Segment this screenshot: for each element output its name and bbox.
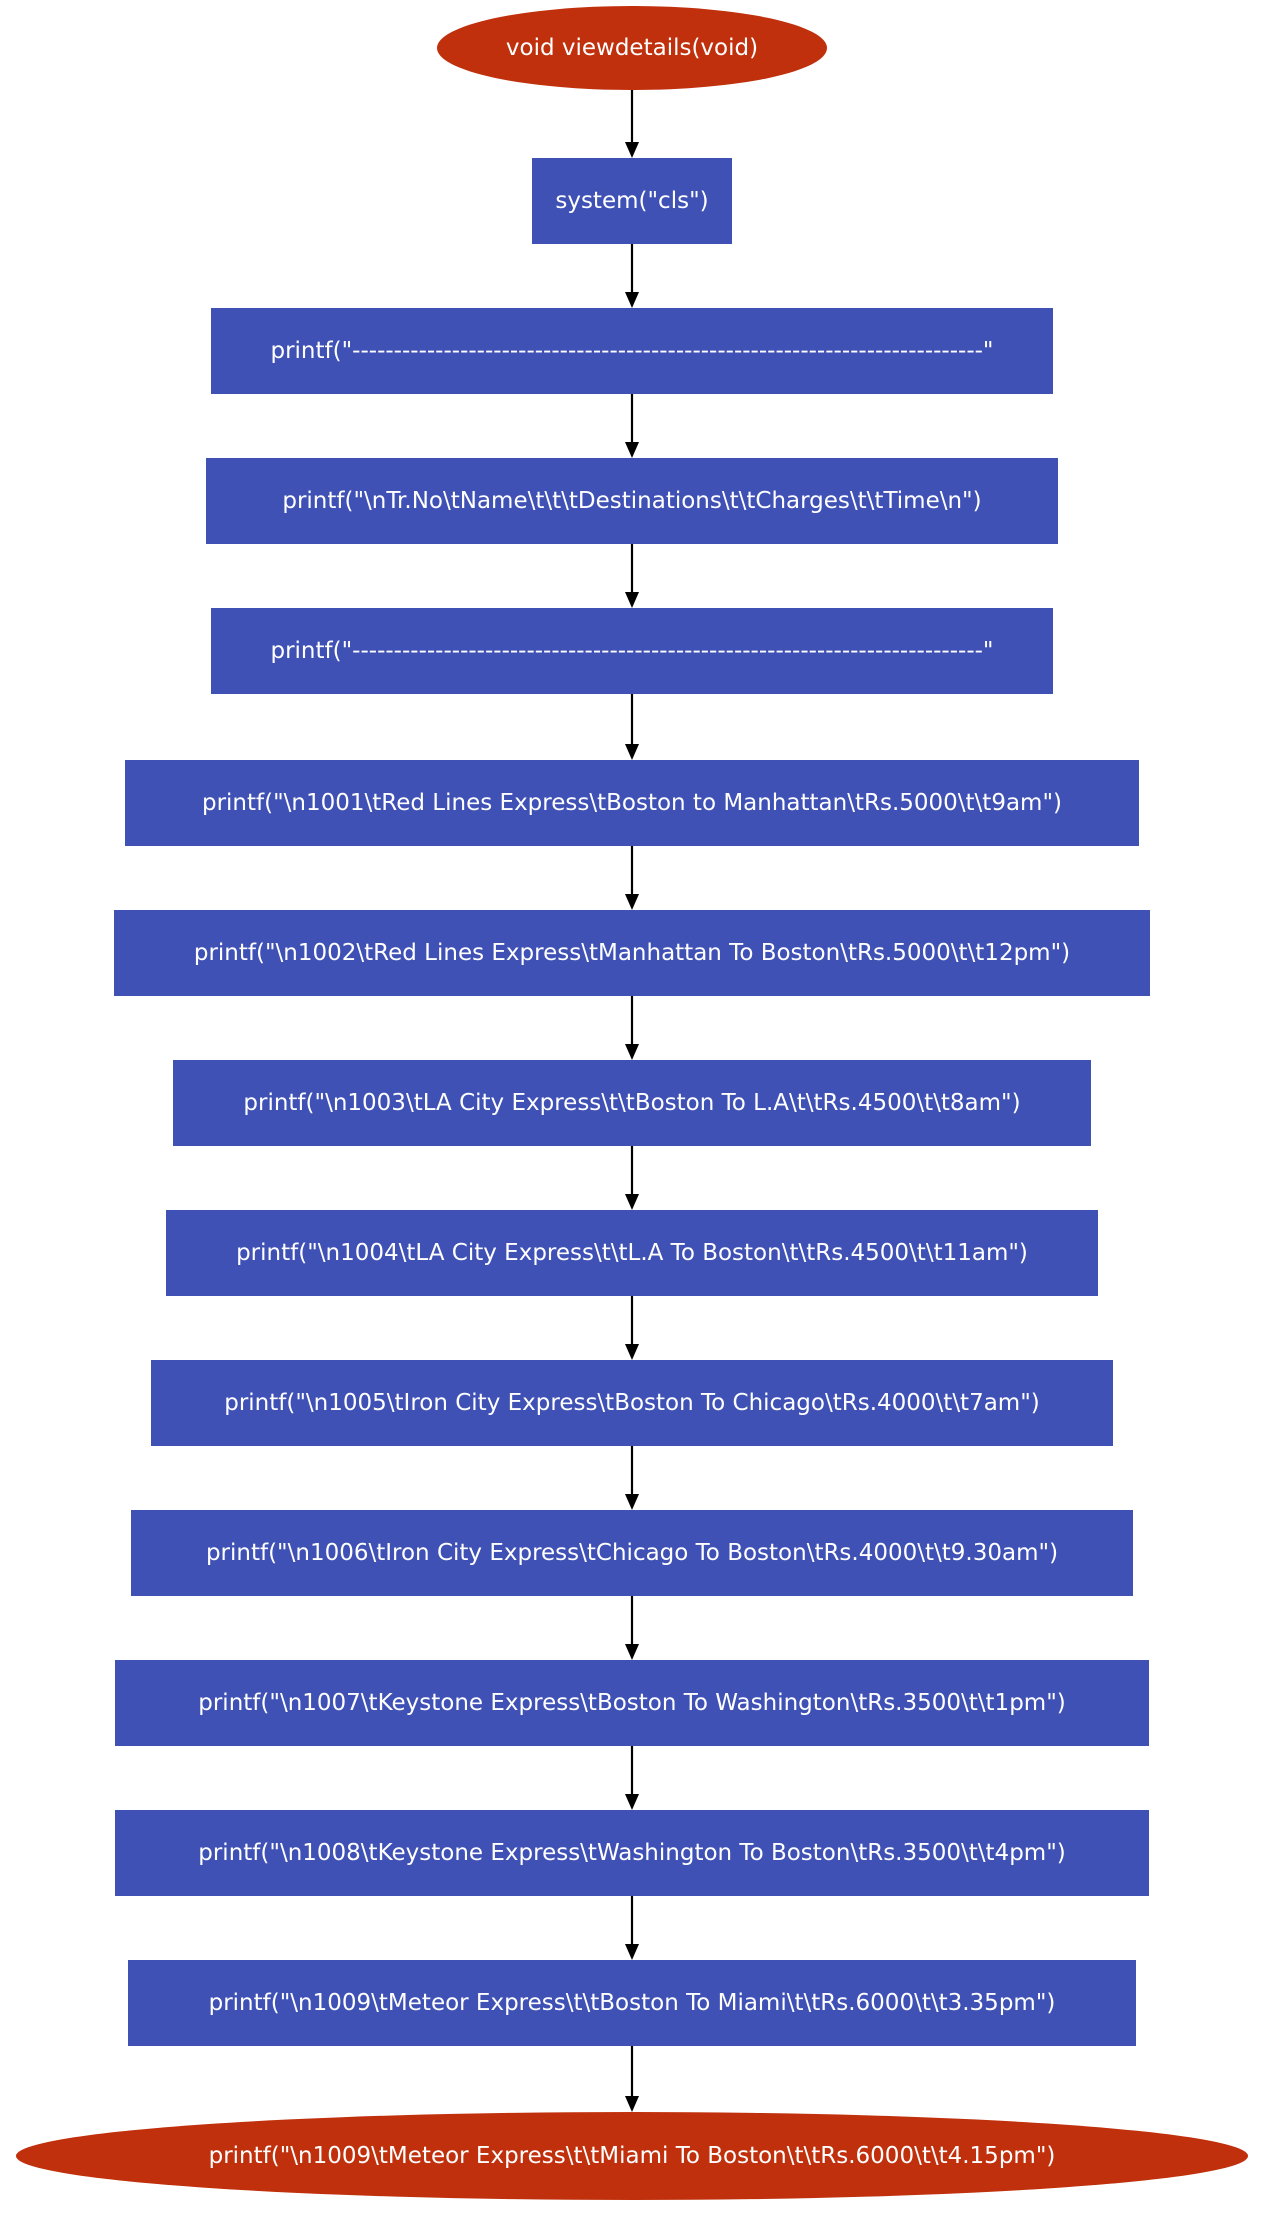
node-label: printf("--------------------------------… [270, 338, 993, 364]
process-box [128, 1960, 1136, 2046]
node-label: void viewdetails(void) [506, 35, 758, 61]
arrowhead-t1009b [625, 2096, 639, 2112]
arrowhead-t1001 [625, 744, 639, 760]
process-box [131, 1510, 1133, 1596]
process-box [206, 458, 1058, 544]
node-t1009b: printf("\n1009\tMeteor Express\t\tMiami … [16, 2112, 1248, 2200]
node-cls: system("cls") [532, 158, 732, 244]
node-line2: printf("--------------------------------… [211, 608, 1053, 694]
arrowhead-t1004 [625, 1194, 639, 1210]
process-box [125, 760, 1139, 846]
node-t1003: printf("\n1003\tLA City Express\t\tBosto… [173, 1060, 1091, 1146]
node-label: printf("\n1002\tRed Lines Express\tManha… [194, 940, 1070, 966]
process-box [166, 1210, 1098, 1296]
arrowhead-header [625, 442, 639, 458]
node-line1: printf("--------------------------------… [211, 308, 1053, 394]
node-label: printf("--------------------------------… [270, 638, 993, 664]
arrowhead-t1009a [625, 1944, 639, 1960]
node-label: printf("\n1009\tMeteor Express\t\tMiami … [209, 2143, 1056, 2169]
node-label: printf("\n1005\tIron City Express\tBosto… [224, 1390, 1040, 1416]
arrowhead-line1 [625, 292, 639, 308]
process-box [115, 1810, 1149, 1896]
arrowhead-t1003 [625, 1044, 639, 1060]
process-box [211, 608, 1053, 694]
arrowhead-cls [625, 142, 639, 158]
process-box [115, 1660, 1149, 1746]
node-label: printf("\n1007\tKeystone Express\tBoston… [198, 1690, 1066, 1716]
node-label: printf("\n1006\tIron City Express\tChica… [206, 1540, 1058, 1566]
node-t1005: printf("\n1005\tIron City Express\tBosto… [151, 1360, 1113, 1446]
node-t1001: printf("\n1001\tRed Lines Express\tBosto… [125, 760, 1139, 846]
process-box [532, 158, 732, 244]
process-box [173, 1060, 1091, 1146]
terminal-ellipse [16, 2112, 1248, 2200]
node-t1009a: printf("\n1009\tMeteor Express\t\tBoston… [128, 1960, 1136, 2046]
node-label: printf("\n1004\tLA City Express\t\tL.A T… [236, 1240, 1028, 1266]
process-box [151, 1360, 1113, 1446]
node-start: void viewdetails(void) [437, 6, 827, 90]
node-label: printf("\nTr.No\tName\t\t\tDestinations\… [282, 488, 981, 514]
node-label: printf("\n1009\tMeteor Express\t\tBoston… [209, 1990, 1056, 2016]
arrowhead-t1008 [625, 1794, 639, 1810]
node-label: printf("\n1008\tKeystone Express\tWashin… [198, 1840, 1066, 1866]
node-t1004: printf("\n1004\tLA City Express\t\tL.A T… [166, 1210, 1098, 1296]
arrowhead-t1002 [625, 894, 639, 910]
node-label: printf("\n1001\tRed Lines Express\tBosto… [202, 790, 1062, 816]
arrowhead-t1007 [625, 1644, 639, 1660]
process-box [211, 308, 1053, 394]
node-header: printf("\nTr.No\tName\t\t\tDestinations\… [206, 458, 1058, 544]
terminal-ellipse [437, 6, 827, 90]
arrowhead-t1005 [625, 1344, 639, 1360]
node-label: system("cls") [555, 188, 708, 214]
node-t1007: printf("\n1007\tKeystone Express\tBoston… [115, 1660, 1149, 1746]
process-box [114, 910, 1150, 996]
node-t1002: printf("\n1002\tRed Lines Express\tManha… [114, 910, 1150, 996]
node-t1006: printf("\n1006\tIron City Express\tChica… [131, 1510, 1133, 1596]
arrowhead-t1006 [625, 1494, 639, 1510]
arrowhead-line2 [625, 592, 639, 608]
node-label: printf("\n1003\tLA City Express\t\tBosto… [243, 1090, 1020, 1116]
node-t1008: printf("\n1008\tKeystone Express\tWashin… [115, 1810, 1149, 1896]
